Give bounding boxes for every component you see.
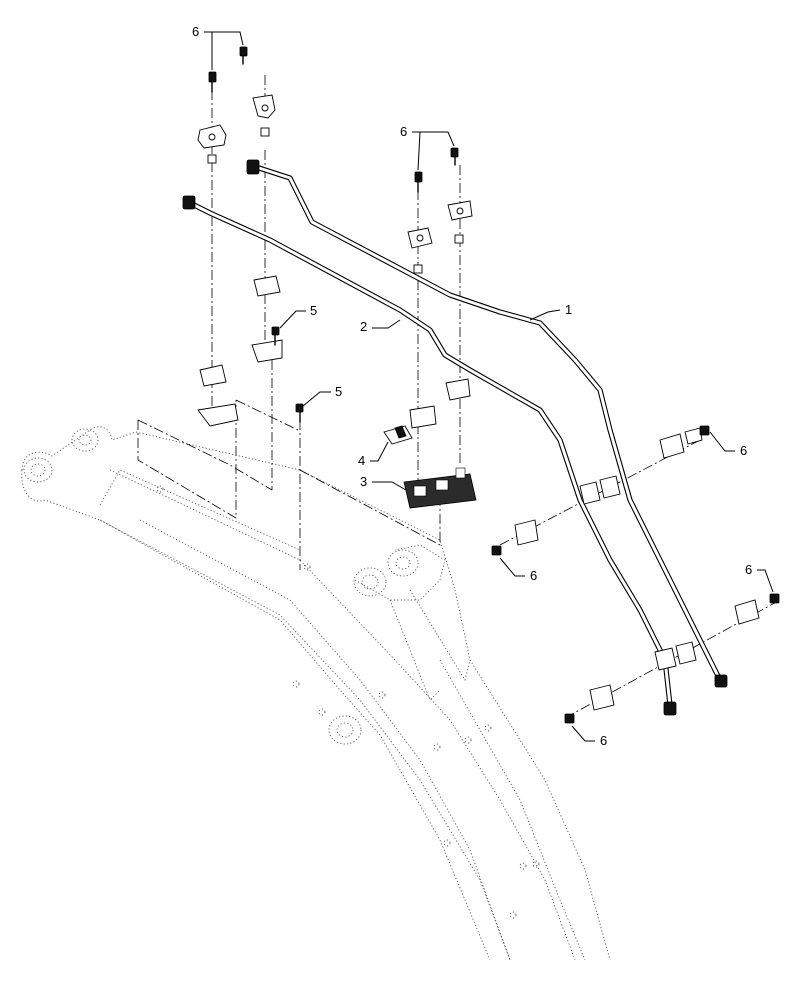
callout-2: 2 [360,319,367,334]
callout-6-right-upper: 6 [740,443,747,458]
pipe-1 [246,159,728,688]
clamp-set-upper-right [491,425,710,556]
callout-3: 3 [360,474,367,489]
callout-6-top-left: 6 [192,24,199,39]
callout-1: 1 [565,302,572,317]
callout-6-far-right: 6 [745,562,752,577]
plate-3 [403,467,477,509]
callout-6-top-middle: 6 [400,124,407,139]
callout-5-upper: 5 [310,303,317,318]
callout-6-mid-left: 6 [530,568,537,583]
clamp-stack-left [197,46,304,427]
callout-4: 4 [358,453,365,468]
clamp-set-lower-right [564,593,780,724]
clamp-4 [383,425,413,445]
callout-6-lower: 6 [600,733,607,748]
boom-arm [21,426,611,961]
clamp-stack-middle [407,147,473,429]
callout-5-lower: 5 [335,384,342,399]
pipe-2 [182,195,677,716]
callouts: 6 6 1 2 5 5 4 3 6 6 6 6 [192,24,774,748]
